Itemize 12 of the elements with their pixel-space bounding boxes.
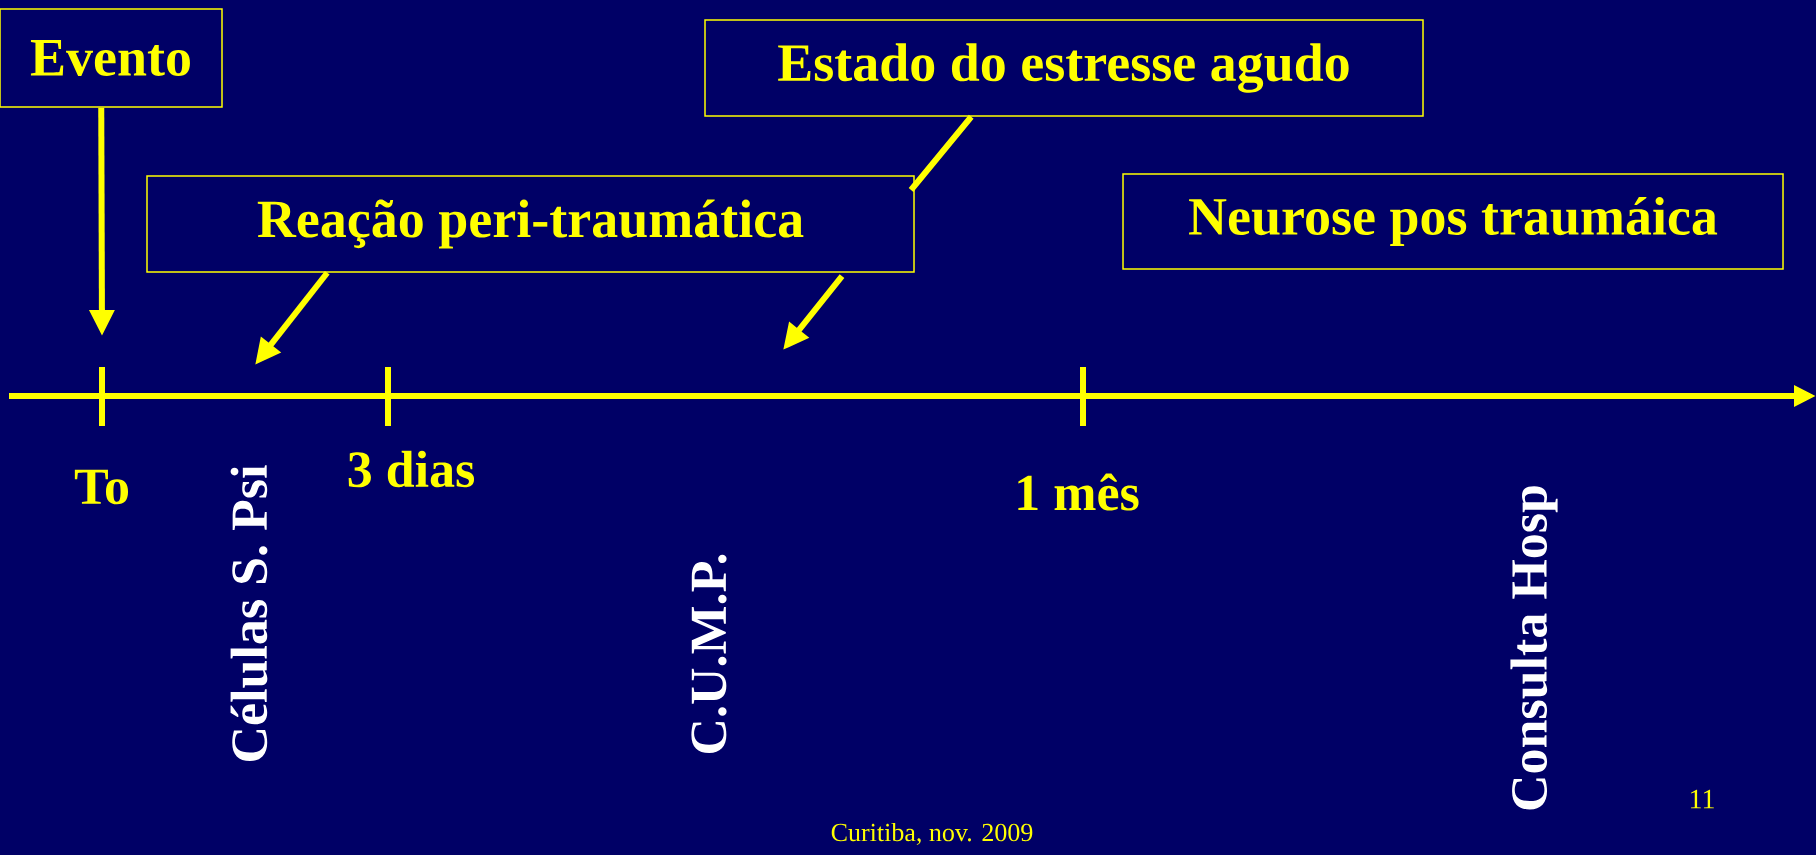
text-box: Reação peri-traumática xyxy=(146,175,915,273)
page-number: 11 xyxy=(1691,789,1714,809)
service-label: Consulta Hosp xyxy=(1510,486,1558,810)
text-box: Neurose pos traumáica xyxy=(1122,173,1784,270)
footer-text: Curitiba, nov. 2009 xyxy=(831,823,1033,846)
tick-label: 1 mês xyxy=(1018,473,1139,511)
text-box: Estado do estresse agudo xyxy=(704,19,1424,117)
text-box: Evento xyxy=(0,8,223,108)
service-label: C.U.M.P. xyxy=(691,554,727,754)
service-label: Células S. Psi xyxy=(230,465,268,761)
tick-label: To xyxy=(74,469,129,505)
tick-label: 3 dias xyxy=(348,450,475,488)
